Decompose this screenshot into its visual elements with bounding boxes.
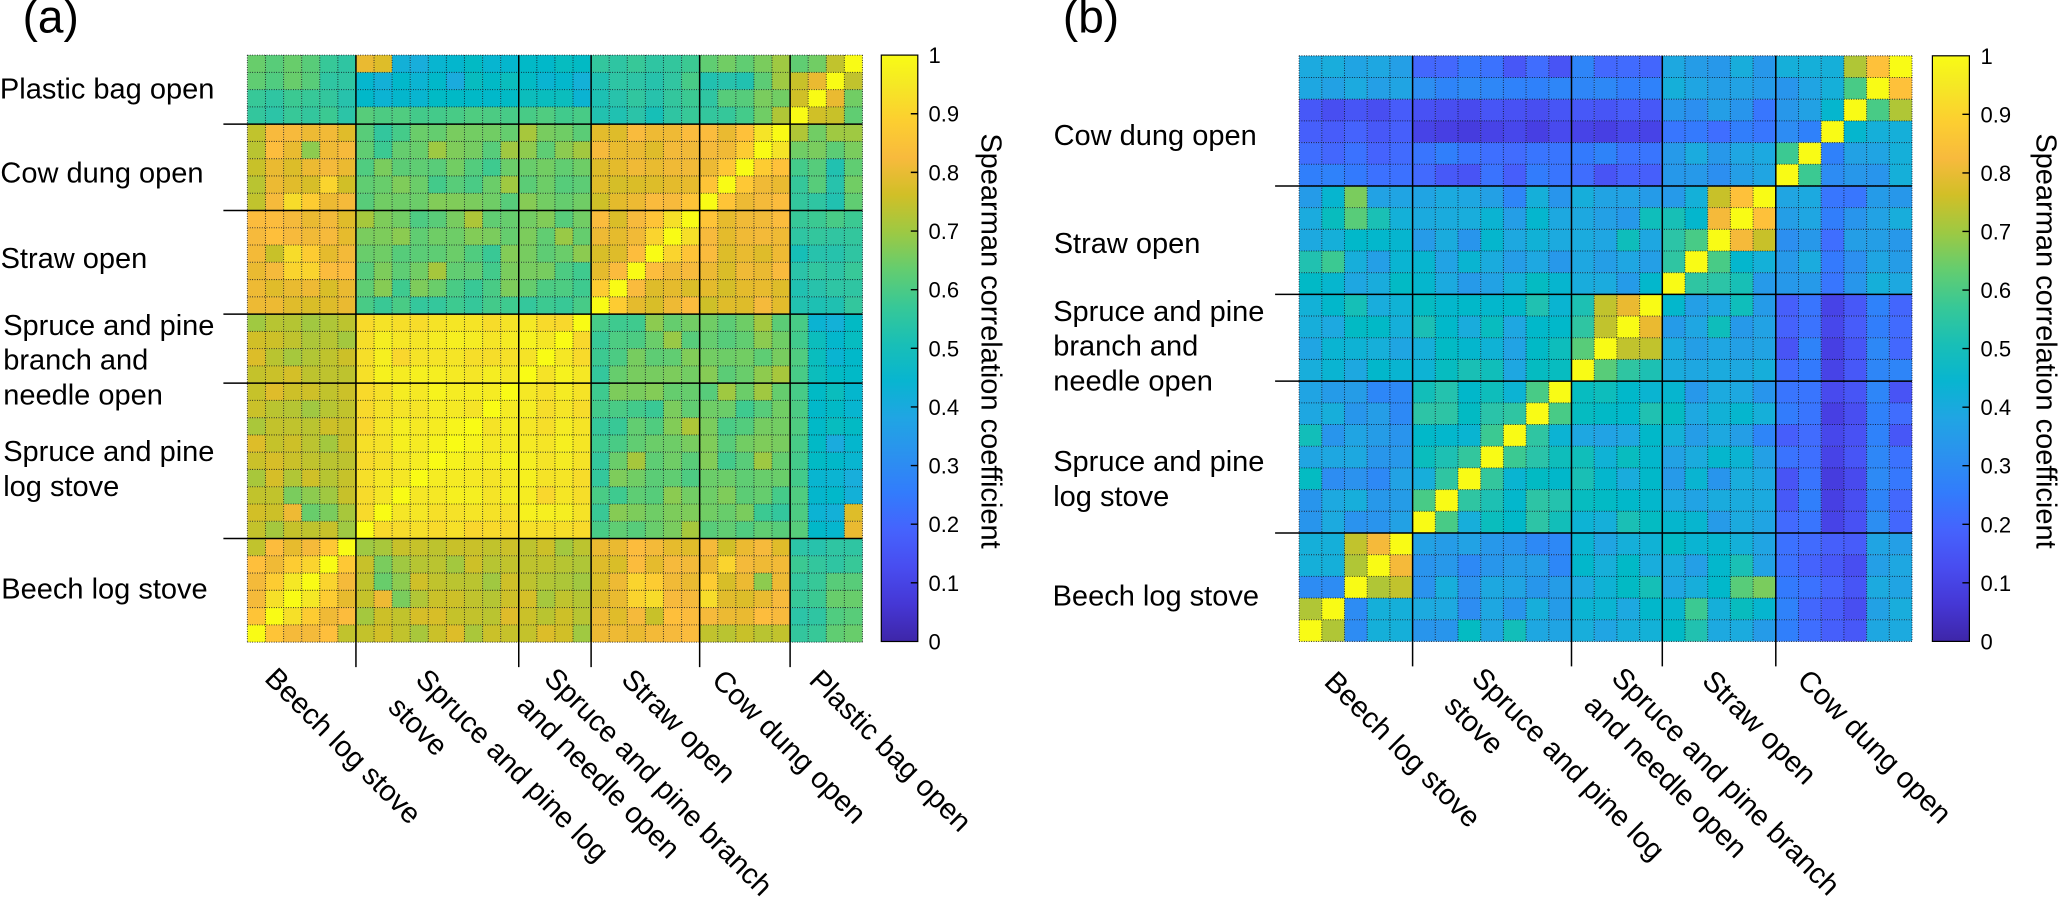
svg-text:0.5: 0.5: [929, 336, 960, 361]
svg-text:0.5: 0.5: [1981, 337, 2012, 362]
svg-text:0.7: 0.7: [1981, 220, 2012, 245]
svg-text:0.4: 0.4: [1981, 395, 2012, 420]
svg-text:Plastic bag open: Plastic bag open: [0, 74, 214, 106]
svg-text:Spruce and pine: Spruce and pine: [3, 436, 214, 468]
svg-text:0: 0: [1981, 629, 1993, 654]
svg-text:(a): (a): [23, 0, 79, 42]
svg-text:Spearman correlation coefficie: Spearman correlation coefficient: [975, 133, 1007, 548]
svg-text:Plastic bag open: Plastic bag open: [803, 664, 977, 838]
svg-text:1: 1: [929, 43, 941, 68]
svg-text:Cow dung open: Cow dung open: [0, 158, 203, 190]
svg-text:Cow dung open: Cow dung open: [1054, 120, 1257, 152]
svg-text:0.7: 0.7: [929, 219, 960, 244]
svg-text:log stove: log stove: [1053, 481, 1169, 513]
svg-text:log stove: log stove: [3, 471, 119, 503]
svg-text:Beech log stove: Beech log stove: [1, 573, 207, 605]
svg-text:0.3: 0.3: [929, 454, 960, 479]
svg-text:branch and: branch and: [3, 345, 148, 377]
svg-text:Spruce and pine: Spruce and pine: [1053, 296, 1264, 328]
svg-text:Straw open: Straw open: [1, 243, 148, 275]
svg-text:Straw open: Straw open: [1054, 228, 1201, 260]
svg-text:needle open: needle open: [1053, 365, 1213, 397]
svg-text:Cow dung open: Cow dung open: [1791, 664, 1957, 830]
svg-text:0.6: 0.6: [929, 278, 960, 303]
svg-text:0.9: 0.9: [929, 102, 960, 127]
svg-text:Spearman correlation coefficie: Spearman correlation coefficient: [2030, 133, 2062, 548]
svg-text:Spruce and pine: Spruce and pine: [1053, 446, 1264, 478]
svg-text:Spruce and pine: Spruce and pine: [3, 310, 214, 342]
svg-text:0: 0: [929, 630, 941, 655]
svg-text:branch and: branch and: [1053, 331, 1198, 363]
svg-text:0.1: 0.1: [929, 571, 960, 596]
svg-text:(b): (b): [1063, 0, 1119, 42]
svg-text:Beech log stove: Beech log stove: [258, 662, 427, 831]
svg-text:0.2: 0.2: [929, 512, 960, 537]
svg-text:0.2: 0.2: [1981, 512, 2012, 537]
svg-text:0.1: 0.1: [1981, 571, 2012, 596]
svg-text:0.9: 0.9: [1981, 102, 2012, 127]
svg-text:0.8: 0.8: [1981, 161, 2012, 186]
svg-text:0.4: 0.4: [929, 395, 960, 420]
svg-text:needle open: needle open: [3, 379, 163, 411]
svg-text:0.8: 0.8: [929, 160, 960, 185]
svg-text:0.6: 0.6: [1981, 278, 2012, 303]
svg-text:1: 1: [1981, 44, 1993, 69]
svg-text:Beech log stove: Beech log stove: [1053, 581, 1259, 613]
svg-text:0.3: 0.3: [1981, 454, 2012, 479]
